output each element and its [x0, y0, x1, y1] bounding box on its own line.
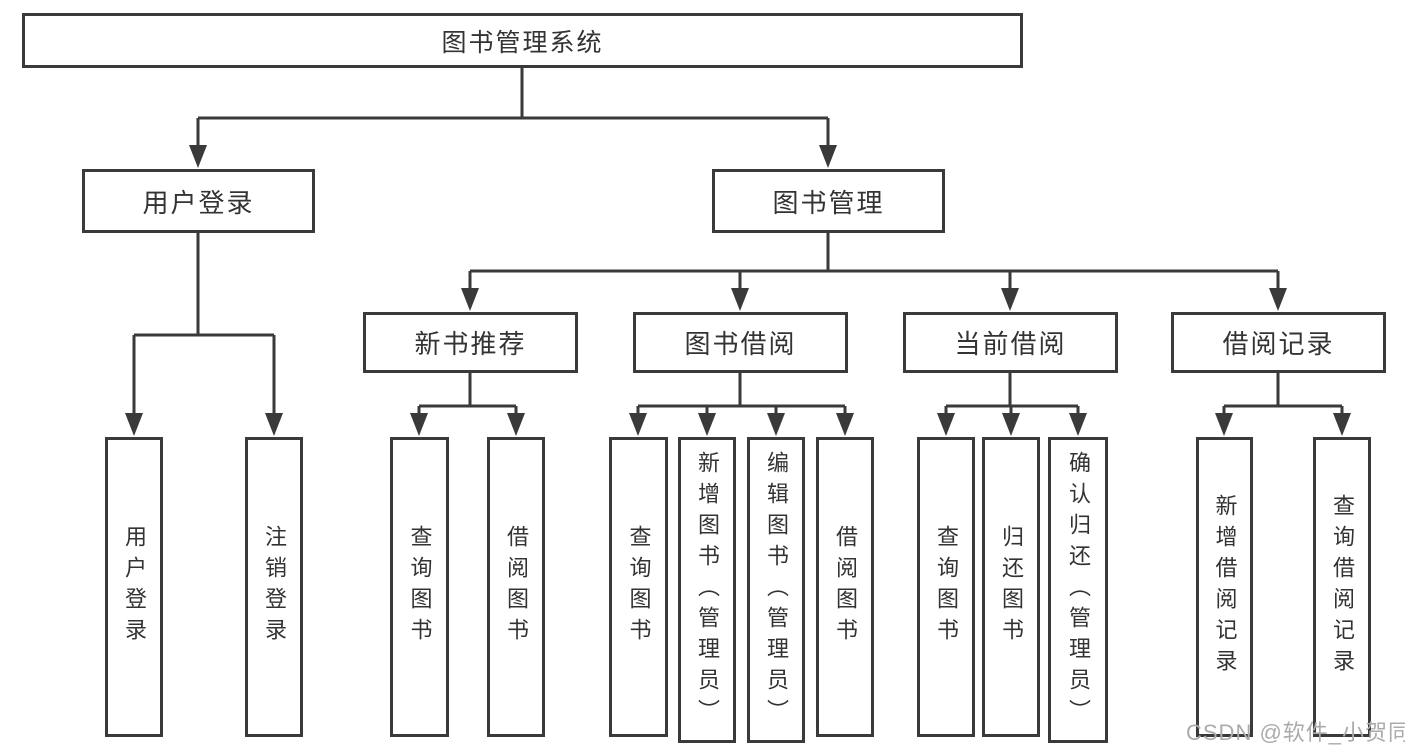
leaf-label: 查询图书 — [934, 525, 959, 649]
leaf-query-books-2: 查询图书 — [609, 437, 668, 737]
leaf-label: 新增借阅记录 — [1212, 494, 1238, 680]
leaf-edit-book-admin: 编辑图书（管理员） — [747, 437, 805, 743]
node-new-book-recommend: 新书推荐 — [363, 312, 578, 373]
leaf-add-borrow-record: 新增借阅记录 — [1196, 437, 1253, 737]
node-book-borrowing: 图书借阅 — [633, 312, 848, 373]
leaf-borrow-books-1: 借阅图书 — [487, 437, 545, 737]
leaf-label: 借阅图书 — [504, 525, 529, 649]
leaf-label: 借阅图书 — [833, 525, 858, 649]
leaf-label: 归还图书 — [999, 525, 1024, 649]
leaf-query-borrow-record: 查询借阅记录 — [1313, 437, 1371, 737]
leaf-label: 注销登录 — [262, 525, 287, 649]
watermark: CSDN @软件_小贺同学 — [1186, 720, 1405, 745]
node-borrow-records: 借阅记录 — [1171, 312, 1386, 373]
leaf-borrow-books-2: 借阅图书 — [816, 437, 874, 737]
leaf-return-books: 归还图书 — [982, 437, 1040, 737]
node-user-login: 用户登录 — [82, 169, 315, 233]
node-book-management: 图书管理 — [712, 169, 945, 233]
leaf-confirm-return-admin: 确认归还（管理员） — [1048, 437, 1108, 743]
leaf-user-login: 用户登录 — [105, 437, 163, 737]
leaf-label: 编辑图书（管理员） — [764, 450, 789, 730]
node-root: 图书管理系统 — [22, 13, 1023, 68]
leaf-label: 新增图书（管理员） — [695, 450, 720, 730]
leaf-query-books-3: 查询图书 — [917, 437, 975, 737]
leaf-query-books-1: 查询图书 — [390, 437, 449, 737]
leaf-label: 查询图书 — [626, 525, 652, 649]
node-current-borrowing: 当前借阅 — [903, 312, 1118, 373]
leaf-label: 用户登录 — [122, 525, 147, 649]
leaf-label: 查询借阅记录 — [1330, 494, 1355, 680]
leaf-add-book-admin: 新增图书（管理员） — [678, 437, 736, 743]
leaf-label: 确认归还（管理员） — [1066, 450, 1091, 730]
leaf-label: 查询图书 — [407, 525, 433, 649]
leaf-logout: 注销登录 — [245, 437, 303, 737]
